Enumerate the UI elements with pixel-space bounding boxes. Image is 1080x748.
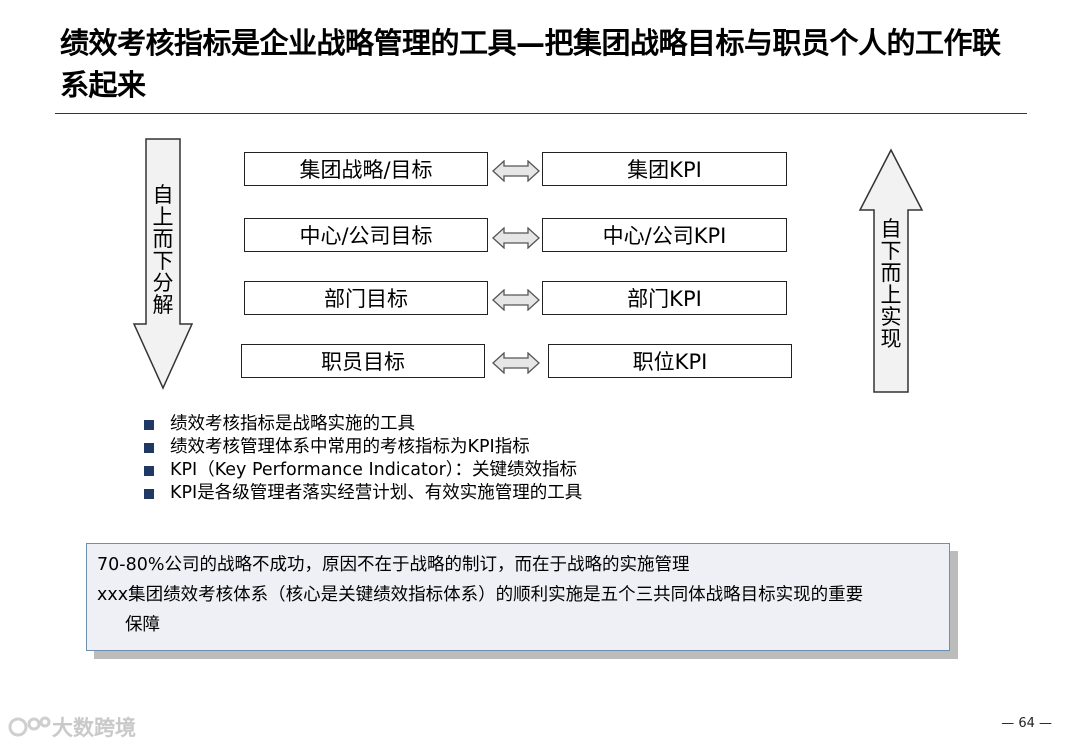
double-arrow-icon bbox=[492, 160, 540, 182]
department-kpi-box: 部门KPI bbox=[542, 281, 787, 315]
list-item: KPI（Key Performance Indicator）：关键绩效指标 bbox=[144, 459, 582, 482]
down-arrow-icon bbox=[132, 138, 194, 390]
square-bullet-icon bbox=[144, 442, 154, 453]
watermark-logo: 大数跨境 bbox=[8, 712, 136, 742]
up-arrow-icon bbox=[858, 148, 924, 393]
list-item: 绩效考核管理体系中常用的考核指标为KPI指标 bbox=[144, 436, 582, 459]
department-goal-box: 部门目标 bbox=[244, 281, 488, 315]
position-kpi-box: 职位KPI bbox=[548, 344, 792, 378]
page-number: — 64 — bbox=[1001, 716, 1052, 731]
page-title: 绩效考核指标是企业战略管理的工具—把集团战略目标与职员个人的工作联系起来 bbox=[60, 26, 1001, 102]
double-arrow-icon bbox=[492, 289, 540, 311]
double-arrow-icon bbox=[492, 352, 540, 374]
square-bullet-icon bbox=[144, 419, 154, 430]
center-company-goal-box: 中心/公司目标 bbox=[244, 218, 488, 252]
title-divider bbox=[55, 113, 1027, 114]
group-kpi-box: 集团KPI bbox=[542, 152, 787, 186]
employee-goal-box: 职员目标 bbox=[241, 344, 485, 378]
logo-icon bbox=[8, 716, 51, 737]
note-box: 70-80%公司的战略不成功，原因不在于战略的制订，而在于战略的实施管理 xxx… bbox=[86, 543, 950, 651]
top-down-label: 自上而下分解 bbox=[152, 183, 174, 317]
group-strategy-box: 集团战略/目标 bbox=[244, 152, 488, 186]
note-line: 70-80%公司的战略不成功，原因不在于战略的制订，而在于战略的实施管理 bbox=[97, 555, 690, 575]
list-item: 绩效考核指标是战略实施的工具 bbox=[144, 413, 582, 436]
note-line: xxx集团绩效考核体系（核心是关键绩效指标体系）的顺利实施是五个三共同体战略目标… bbox=[97, 585, 864, 605]
center-company-kpi-box: 中心/公司KPI bbox=[542, 218, 787, 252]
note-line: 保障 bbox=[125, 615, 160, 635]
bottom-up-label: 自下而上实现 bbox=[880, 217, 902, 351]
watermark-text: 大数跨境 bbox=[52, 716, 136, 740]
square-bullet-icon bbox=[144, 488, 154, 499]
list-item: KPI是各级管理者落实经营计划、有效实施管理的工具 bbox=[144, 482, 582, 505]
double-arrow-icon bbox=[492, 227, 540, 249]
square-bullet-icon bbox=[144, 465, 154, 476]
bullet-list: 绩效考核指标是战略实施的工具 绩效考核管理体系中常用的考核指标为KPI指标 KP… bbox=[144, 413, 582, 505]
